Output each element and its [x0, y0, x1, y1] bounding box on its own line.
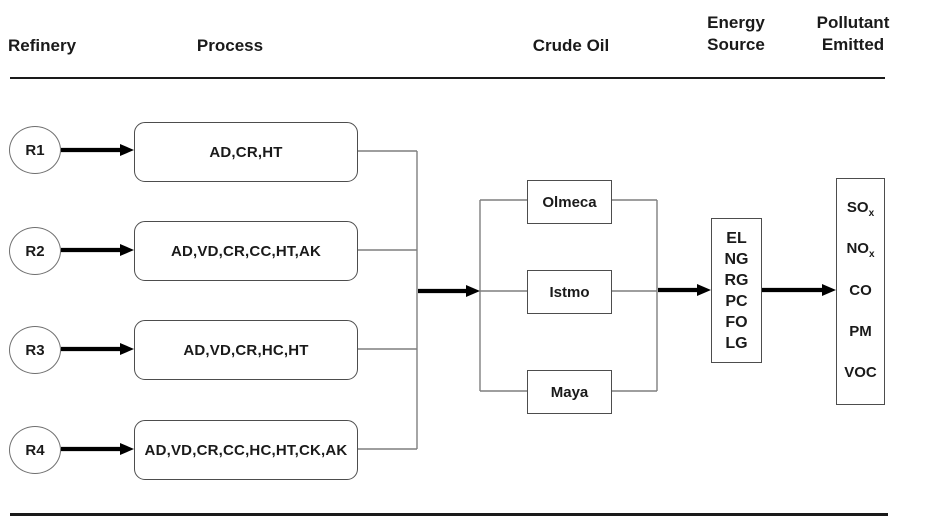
energy-source-item: LG	[725, 334, 748, 352]
pollutant-base: SO	[846, 199, 869, 216]
process-label: AD,VD,CR,CC,HC,HT,CK,AK	[144, 441, 348, 459]
process-label: AD,CR,HT	[209, 143, 283, 161]
arrow-head-r1-to-process1	[120, 144, 134, 156]
energy-source-item: EL	[726, 229, 747, 247]
energy-source-item: PC	[725, 292, 748, 310]
energy-source-item: RG	[724, 271, 749, 289]
pollutant-item-nox: NOx	[846, 240, 874, 260]
energy-source-item: FO	[725, 313, 748, 331]
crude-oil-label: Maya	[550, 383, 589, 401]
refinery-label: R1	[25, 141, 45, 159]
pollutant-item-co: CO	[849, 282, 872, 302]
crude-oil-box-olmeca: Olmeca	[527, 180, 612, 224]
crude-oil-label: Istmo	[549, 283, 590, 301]
energy-source-box: EL NG RG PC FO LG	[711, 218, 762, 363]
pollutant-base: PM	[849, 322, 872, 340]
column-header-process: Process	[196, 36, 264, 55]
refinery-node-r1: R1	[9, 126, 61, 174]
column-header-refinery: Refinery	[8, 36, 77, 55]
process-box-r1: AD,CR,HT	[134, 122, 358, 182]
arrow-head-collector-to-crude	[466, 285, 480, 297]
header-divider-line	[10, 77, 885, 79]
pollutant-subscript: x	[868, 208, 875, 219]
column-header-energy-source: Energy Source	[686, 12, 786, 56]
pollutant-item-voc: VOC	[844, 364, 877, 384]
refinery-label: R3	[25, 341, 45, 359]
pollutant-base: NO	[846, 240, 869, 258]
footer-divider-line	[10, 513, 888, 516]
process-label: AD,VD,CR,CC,HT,AK	[170, 242, 322, 260]
pollutant-item-pm: PM	[849, 323, 872, 343]
refinery-label: R4	[25, 441, 45, 459]
arrow-head-r3-to-process3	[120, 343, 134, 355]
pollutant-item-sox: SOx	[847, 199, 874, 219]
energy-source-item: NG	[724, 250, 749, 268]
column-header-crude-oil: Crude Oil	[532, 36, 610, 55]
refinery-node-r3: R3	[9, 326, 61, 374]
pollutant-subscript: x	[868, 249, 875, 261]
pollutant-base: VOC	[844, 364, 877, 381]
arrow-head-r2-to-process2	[120, 244, 134, 256]
energy-header-line1: Energy	[707, 13, 765, 32]
pollutant-base: CO	[849, 281, 872, 299]
process-box-r4: AD,VD,CR,CC,HC,HT,CK,AK	[134, 420, 358, 480]
refinery-label: R2	[25, 242, 45, 260]
energy-header-line2: Source	[707, 35, 765, 54]
column-header-pollutant-emitted: Pollutant Emitted	[803, 12, 903, 56]
pollutant-header-line1: Pollutant	[816, 13, 890, 32]
process-label: AD,VD,CR,HC,HT	[183, 341, 309, 359]
process-box-r2: AD,VD,CR,CC,HT,AK	[134, 221, 358, 281]
arrow-head-energy-to-pollutant	[822, 284, 836, 296]
refinery-node-r4: R4	[9, 426, 61, 474]
crude-oil-box-maya: Maya	[527, 370, 612, 414]
pollutant-header-line2: Emitted	[821, 35, 885, 54]
refinery-node-r2: R2	[9, 227, 61, 275]
pollutant-emitted-box: SOx NOx CO PM VOC	[836, 178, 885, 405]
arrow-head-crude-to-energy	[697, 284, 711, 296]
arrow-head-r4-to-process4	[120, 443, 134, 455]
process-box-r3: AD,VD,CR,HC,HT	[134, 320, 358, 380]
crude-oil-label: Olmeca	[542, 193, 597, 211]
crude-oil-box-istmo: Istmo	[527, 270, 612, 314]
